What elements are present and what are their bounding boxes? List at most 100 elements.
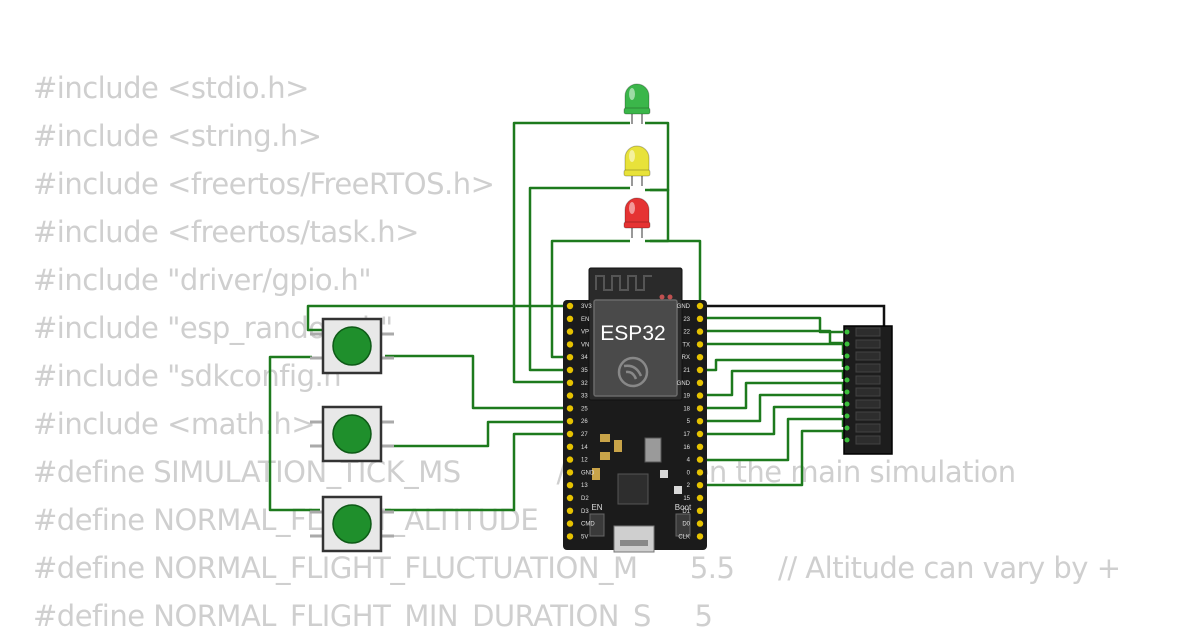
header-pin-d2[interactable] bbox=[566, 494, 574, 502]
pin-label: D2 bbox=[581, 496, 589, 502]
boot-label: Boot bbox=[675, 503, 692, 512]
pin-label: 18 bbox=[683, 406, 690, 412]
logic-analyzer-channel bbox=[855, 387, 881, 397]
header-pin-rx[interactable] bbox=[696, 354, 704, 361]
header-pin-18[interactable] bbox=[696, 405, 704, 412]
header-pin-gnd[interactable] bbox=[566, 469, 574, 476]
header-pin-clk[interactable] bbox=[696, 533, 704, 540]
wire-button-common bbox=[268, 355, 320, 512]
pin-label: 2 bbox=[687, 483, 691, 489]
logic-analyzer-pin[interactable] bbox=[844, 437, 850, 443]
header-pin-22[interactable] bbox=[696, 328, 704, 335]
wires bbox=[268, 121, 845, 512]
pin-label: VP bbox=[581, 330, 589, 336]
pin-label: 14 bbox=[581, 445, 588, 451]
header-pin-19[interactable] bbox=[696, 392, 704, 399]
header-pin-vn[interactable] bbox=[566, 341, 574, 348]
header-pin-2[interactable] bbox=[696, 482, 704, 489]
header-pin-25[interactable] bbox=[566, 405, 574, 412]
pin-label: 25 bbox=[581, 406, 588, 412]
wire-la-9 bbox=[700, 417, 845, 462]
logic-analyzer-pin[interactable] bbox=[844, 425, 850, 431]
wire-la-8 bbox=[700, 405, 845, 436]
header-pin-17[interactable] bbox=[696, 430, 704, 438]
led-red[interactable] bbox=[623, 197, 651, 238]
pin-label: GND bbox=[581, 470, 595, 476]
esp32-board[interactable]: ESP32 EN Boot 3V3ENVPVN34353233252627141… bbox=[563, 267, 707, 553]
header-pin-5[interactable] bbox=[696, 418, 704, 425]
header-pin-35[interactable] bbox=[566, 366, 574, 374]
pin-label: EN bbox=[581, 317, 589, 323]
header-pin-16[interactable] bbox=[696, 443, 704, 450]
wire-red-led bbox=[550, 239, 630, 359]
pin-label: GND bbox=[677, 304, 691, 310]
header-pin-27[interactable] bbox=[566, 430, 574, 438]
wire-button-3 bbox=[385, 432, 570, 512]
en-label: EN bbox=[591, 503, 602, 512]
header-pin-d3[interactable] bbox=[566, 507, 574, 514]
header-pin-21[interactable] bbox=[696, 366, 704, 374]
header-pin-33[interactable] bbox=[566, 392, 574, 399]
led-yellow[interactable] bbox=[623, 145, 651, 186]
pin-label: 5 bbox=[687, 419, 691, 425]
logic-analyzer-pin[interactable] bbox=[844, 353, 850, 359]
pin-label: 34 bbox=[581, 355, 588, 361]
wire-la-6 bbox=[700, 381, 845, 410]
logic-analyzer-pin[interactable] bbox=[844, 389, 850, 395]
pin-label: TX bbox=[682, 342, 690, 348]
header-pin-gnd[interactable] bbox=[696, 302, 704, 310]
logic-analyzer-pin[interactable] bbox=[844, 365, 850, 371]
header-pin-en[interactable] bbox=[566, 315, 574, 322]
header-pin-d1[interactable] bbox=[696, 507, 704, 514]
code-line: #define NORMAL_FLIGHT_MIN_DURATION_S 5 bbox=[33, 599, 713, 630]
pin-label: 26 bbox=[581, 419, 588, 425]
header-pin-vp[interactable] bbox=[566, 328, 574, 335]
logic-analyzer-pin[interactable] bbox=[844, 341, 850, 347]
logic-analyzer-pin[interactable] bbox=[844, 413, 850, 419]
pin-label: GND bbox=[677, 381, 691, 387]
header-pin-3v3[interactable] bbox=[566, 302, 574, 310]
header-pin-34[interactable] bbox=[566, 354, 574, 361]
logic-analyzer-channel bbox=[855, 339, 881, 349]
pin-label: D3 bbox=[581, 509, 589, 515]
logic-analyzer[interactable] bbox=[843, 325, 893, 455]
pin-label: D1 bbox=[682, 509, 690, 515]
header-pin-0[interactable] bbox=[696, 469, 704, 476]
header-pin-23[interactable] bbox=[696, 315, 704, 322]
header-pin-14[interactable] bbox=[566, 443, 574, 450]
header-pin-d0[interactable] bbox=[696, 520, 704, 527]
header-pin-cmd[interactable] bbox=[566, 520, 574, 527]
led-green[interactable] bbox=[623, 83, 651, 124]
code-line: #include <stdio.h> bbox=[33, 71, 309, 105]
pin-label: VN bbox=[581, 342, 589, 348]
left-pin-header: 3V3ENVPVN343532332526271412GND13D2D3CMD5… bbox=[566, 302, 595, 540]
header-pin-15[interactable] bbox=[696, 494, 704, 502]
push-button-1[interactable] bbox=[310, 317, 394, 375]
header-pin-tx[interactable] bbox=[696, 341, 704, 348]
header-pin-32[interactable] bbox=[566, 379, 574, 386]
push-button-3[interactable] bbox=[310, 495, 394, 553]
wire-la-4 bbox=[700, 358, 845, 372]
pin-label: 23 bbox=[683, 317, 690, 323]
logic-analyzer-pin[interactable] bbox=[844, 329, 850, 335]
logic-analyzer-pin[interactable] bbox=[844, 401, 850, 407]
wire-red-led-ground bbox=[645, 239, 702, 305]
header-pin-12[interactable] bbox=[566, 456, 574, 463]
wire-la-7 bbox=[700, 393, 845, 423]
pin-label: RX bbox=[682, 355, 690, 361]
logic-analyzer-channel bbox=[855, 399, 881, 409]
header-pin-26[interactable] bbox=[566, 418, 574, 425]
pin-label: CLK bbox=[678, 534, 690, 540]
logic-analyzer-channel bbox=[855, 327, 881, 337]
shield-can bbox=[593, 299, 678, 397]
header-pin-5v[interactable] bbox=[566, 533, 574, 540]
push-button-2[interactable] bbox=[310, 405, 394, 463]
header-pin-4[interactable] bbox=[696, 456, 704, 463]
header-pin-gnd[interactable] bbox=[696, 379, 704, 386]
header-pin-13[interactable] bbox=[566, 482, 574, 489]
code-line: #include <string.h> bbox=[33, 119, 322, 153]
logic-analyzer-pin[interactable] bbox=[844, 377, 850, 383]
wire-green-led bbox=[512, 121, 630, 384]
code-line: #include <freertos/FreeRTOS.h> bbox=[33, 167, 495, 201]
